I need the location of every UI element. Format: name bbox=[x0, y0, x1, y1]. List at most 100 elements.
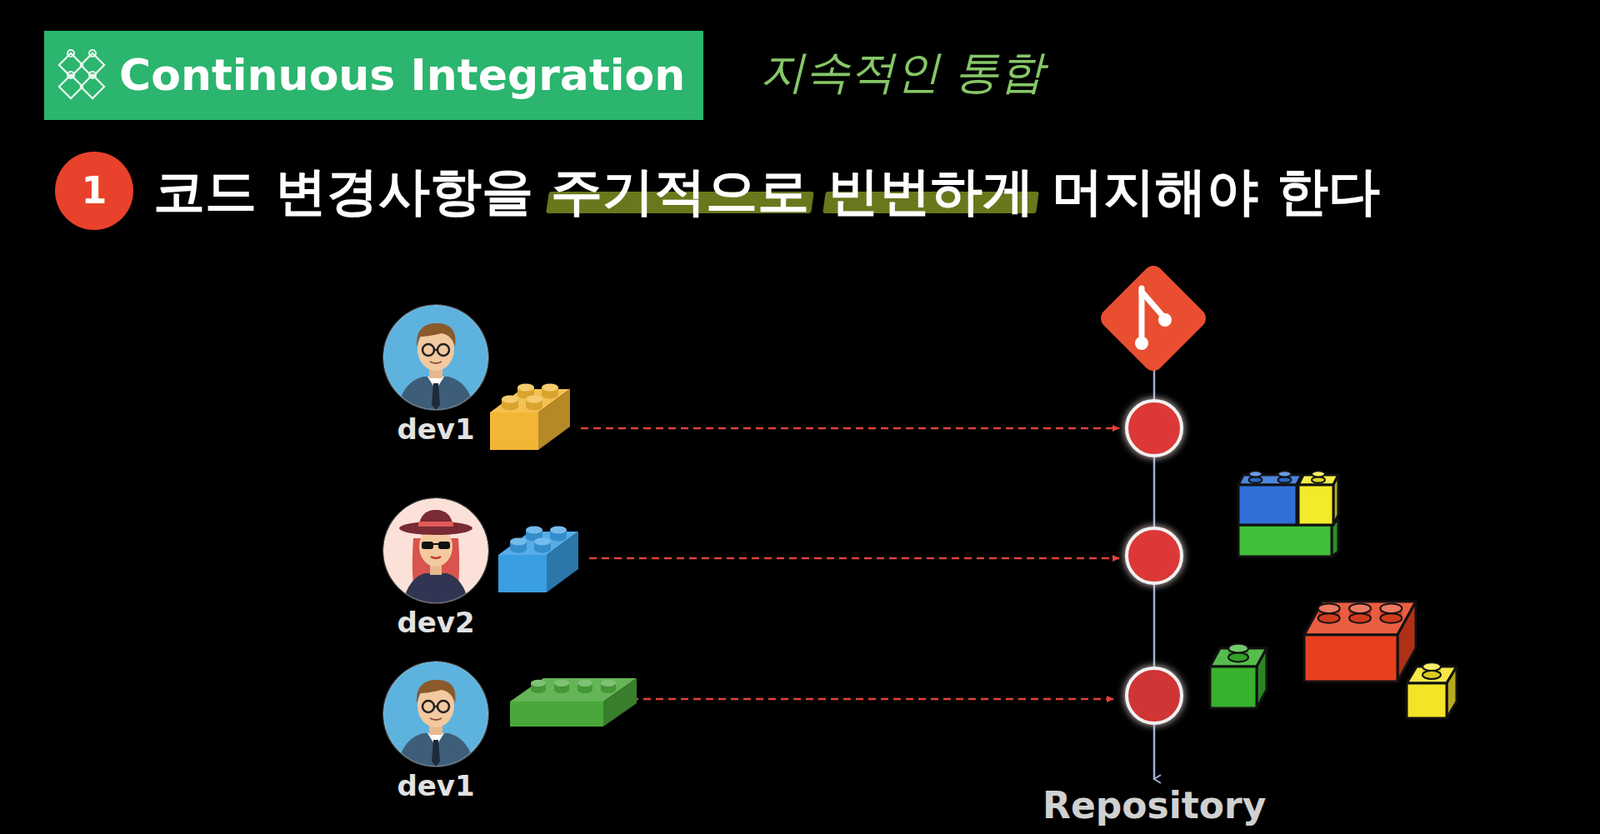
avatar-figure bbox=[383, 661, 489, 769]
repository-label: Repository bbox=[1042, 785, 1266, 828]
brick-stud bbox=[1228, 644, 1249, 654]
avatar-picture bbox=[381, 496, 490, 605]
avatar-rim bbox=[383, 305, 489, 410]
avatar-rim bbox=[383, 498, 489, 604]
brick-stud bbox=[600, 680, 616, 687]
brick-top bbox=[1238, 475, 1302, 485]
subtitle-handwritten: 지속적인 통합 bbox=[760, 46, 1045, 99]
brick-stud bbox=[1422, 662, 1441, 671]
brick-side bbox=[538, 389, 570, 450]
avatar-glasses bbox=[437, 700, 450, 713]
puzzle-icon bbox=[52, 46, 111, 105]
brick-stud bbox=[1349, 613, 1371, 624]
brick-stud bbox=[534, 538, 551, 546]
brick-front bbox=[1238, 525, 1332, 557]
avatar-sunglasses bbox=[433, 543, 439, 545]
brick-front bbox=[1210, 666, 1257, 709]
brick-front bbox=[1238, 485, 1297, 525]
brick-stud bbox=[1311, 470, 1325, 477]
brick-stud bbox=[600, 686, 616, 694]
brick-front bbox=[498, 555, 547, 593]
avatar-body bbox=[401, 573, 470, 605]
avatar-mouth bbox=[430, 361, 442, 364]
lego-brick bbox=[1210, 644, 1267, 709]
avatar-hat bbox=[418, 510, 454, 529]
avatar-glasses bbox=[422, 700, 435, 713]
brick-stud bbox=[525, 526, 543, 535]
brick-stud bbox=[1422, 670, 1441, 680]
puzzle-knob bbox=[89, 50, 96, 57]
avatar-sunglasses bbox=[438, 541, 450, 550]
avatar-glasses bbox=[434, 349, 438, 352]
brick-front bbox=[1406, 683, 1447, 719]
brick-stud bbox=[1318, 613, 1340, 624]
lego-brick bbox=[490, 384, 570, 451]
brick-stud bbox=[501, 403, 519, 411]
brick-stud bbox=[501, 395, 519, 404]
avatar-mouth bbox=[430, 718, 442, 720]
avatar-hat bbox=[418, 521, 454, 527]
avatar-picture bbox=[381, 303, 490, 412]
avatar-ground bbox=[383, 305, 489, 410]
avatar-suit bbox=[396, 733, 475, 769]
banner-title: Continuous Integration bbox=[119, 51, 685, 100]
brick-stud bbox=[1311, 476, 1325, 483]
brick-front bbox=[510, 701, 604, 727]
brick-stud bbox=[541, 391, 559, 400]
developer-name: dev1 bbox=[365, 770, 507, 803]
avatar-suit bbox=[396, 376, 475, 412]
brick-stud bbox=[1380, 613, 1402, 624]
statement-heading: 코드 변경사항을 주기적으로 빈번하게 머지해야 한다 bbox=[153, 161, 1380, 221]
commit-dot bbox=[1126, 400, 1182, 724]
lego-brick bbox=[1238, 470, 1302, 525]
brick-stud bbox=[510, 538, 527, 546]
brick-stud bbox=[1278, 476, 1292, 483]
avatar-picture bbox=[381, 660, 490, 769]
avatar-rim bbox=[383, 661, 489, 767]
brick-side bbox=[1256, 648, 1267, 709]
developer-avatar: dev1 bbox=[365, 660, 507, 803]
avatar-tie bbox=[431, 383, 440, 410]
lego-brick bbox=[1298, 470, 1339, 525]
lego-brick bbox=[1406, 662, 1457, 719]
lego-brick bbox=[498, 526, 579, 594]
brick-stud bbox=[577, 680, 593, 687]
brick-stud bbox=[510, 545, 527, 554]
brick-stud bbox=[1380, 603, 1402, 614]
avatar-figure bbox=[383, 498, 489, 605]
brick-stud bbox=[554, 680, 570, 687]
brick-stud bbox=[577, 686, 593, 694]
brick-stud bbox=[517, 384, 535, 392]
lego-bricks bbox=[490, 384, 1457, 728]
brick-stud bbox=[550, 526, 567, 535]
developer-name: dev1 bbox=[365, 413, 507, 446]
developer-avatar: dev2 bbox=[365, 496, 507, 640]
brick-stud bbox=[550, 534, 567, 542]
avatar-glasses bbox=[434, 705, 438, 709]
avatar-ground bbox=[383, 661, 489, 767]
puzzle-knob bbox=[67, 50, 75, 57]
developer-avatar: dev1 bbox=[365, 303, 507, 446]
avatar-hair bbox=[416, 323, 456, 347]
avatar-sunglasses bbox=[421, 541, 434, 550]
avatar-glasses bbox=[422, 344, 435, 356]
brick-stud bbox=[554, 686, 570, 694]
avatar-mouth bbox=[430, 556, 441, 559]
brick-front bbox=[1298, 485, 1334, 525]
git-logo bbox=[1096, 261, 1210, 375]
brick-stud bbox=[1228, 653, 1249, 663]
avatar-glasses bbox=[437, 344, 450, 356]
brick-stud bbox=[1278, 470, 1292, 477]
title-banner: Continuous Integration bbox=[44, 30, 704, 120]
lego-brick bbox=[510, 678, 637, 727]
push-arrow bbox=[580, 428, 1120, 700]
avatar-hair bbox=[416, 680, 456, 704]
brick-side bbox=[546, 531, 579, 593]
puzzle-knob bbox=[67, 71, 75, 79]
step-number: 1 bbox=[81, 172, 108, 210]
brick-front bbox=[490, 412, 539, 450]
brick-stud bbox=[1249, 476, 1263, 483]
avatar-figure bbox=[383, 305, 489, 412]
